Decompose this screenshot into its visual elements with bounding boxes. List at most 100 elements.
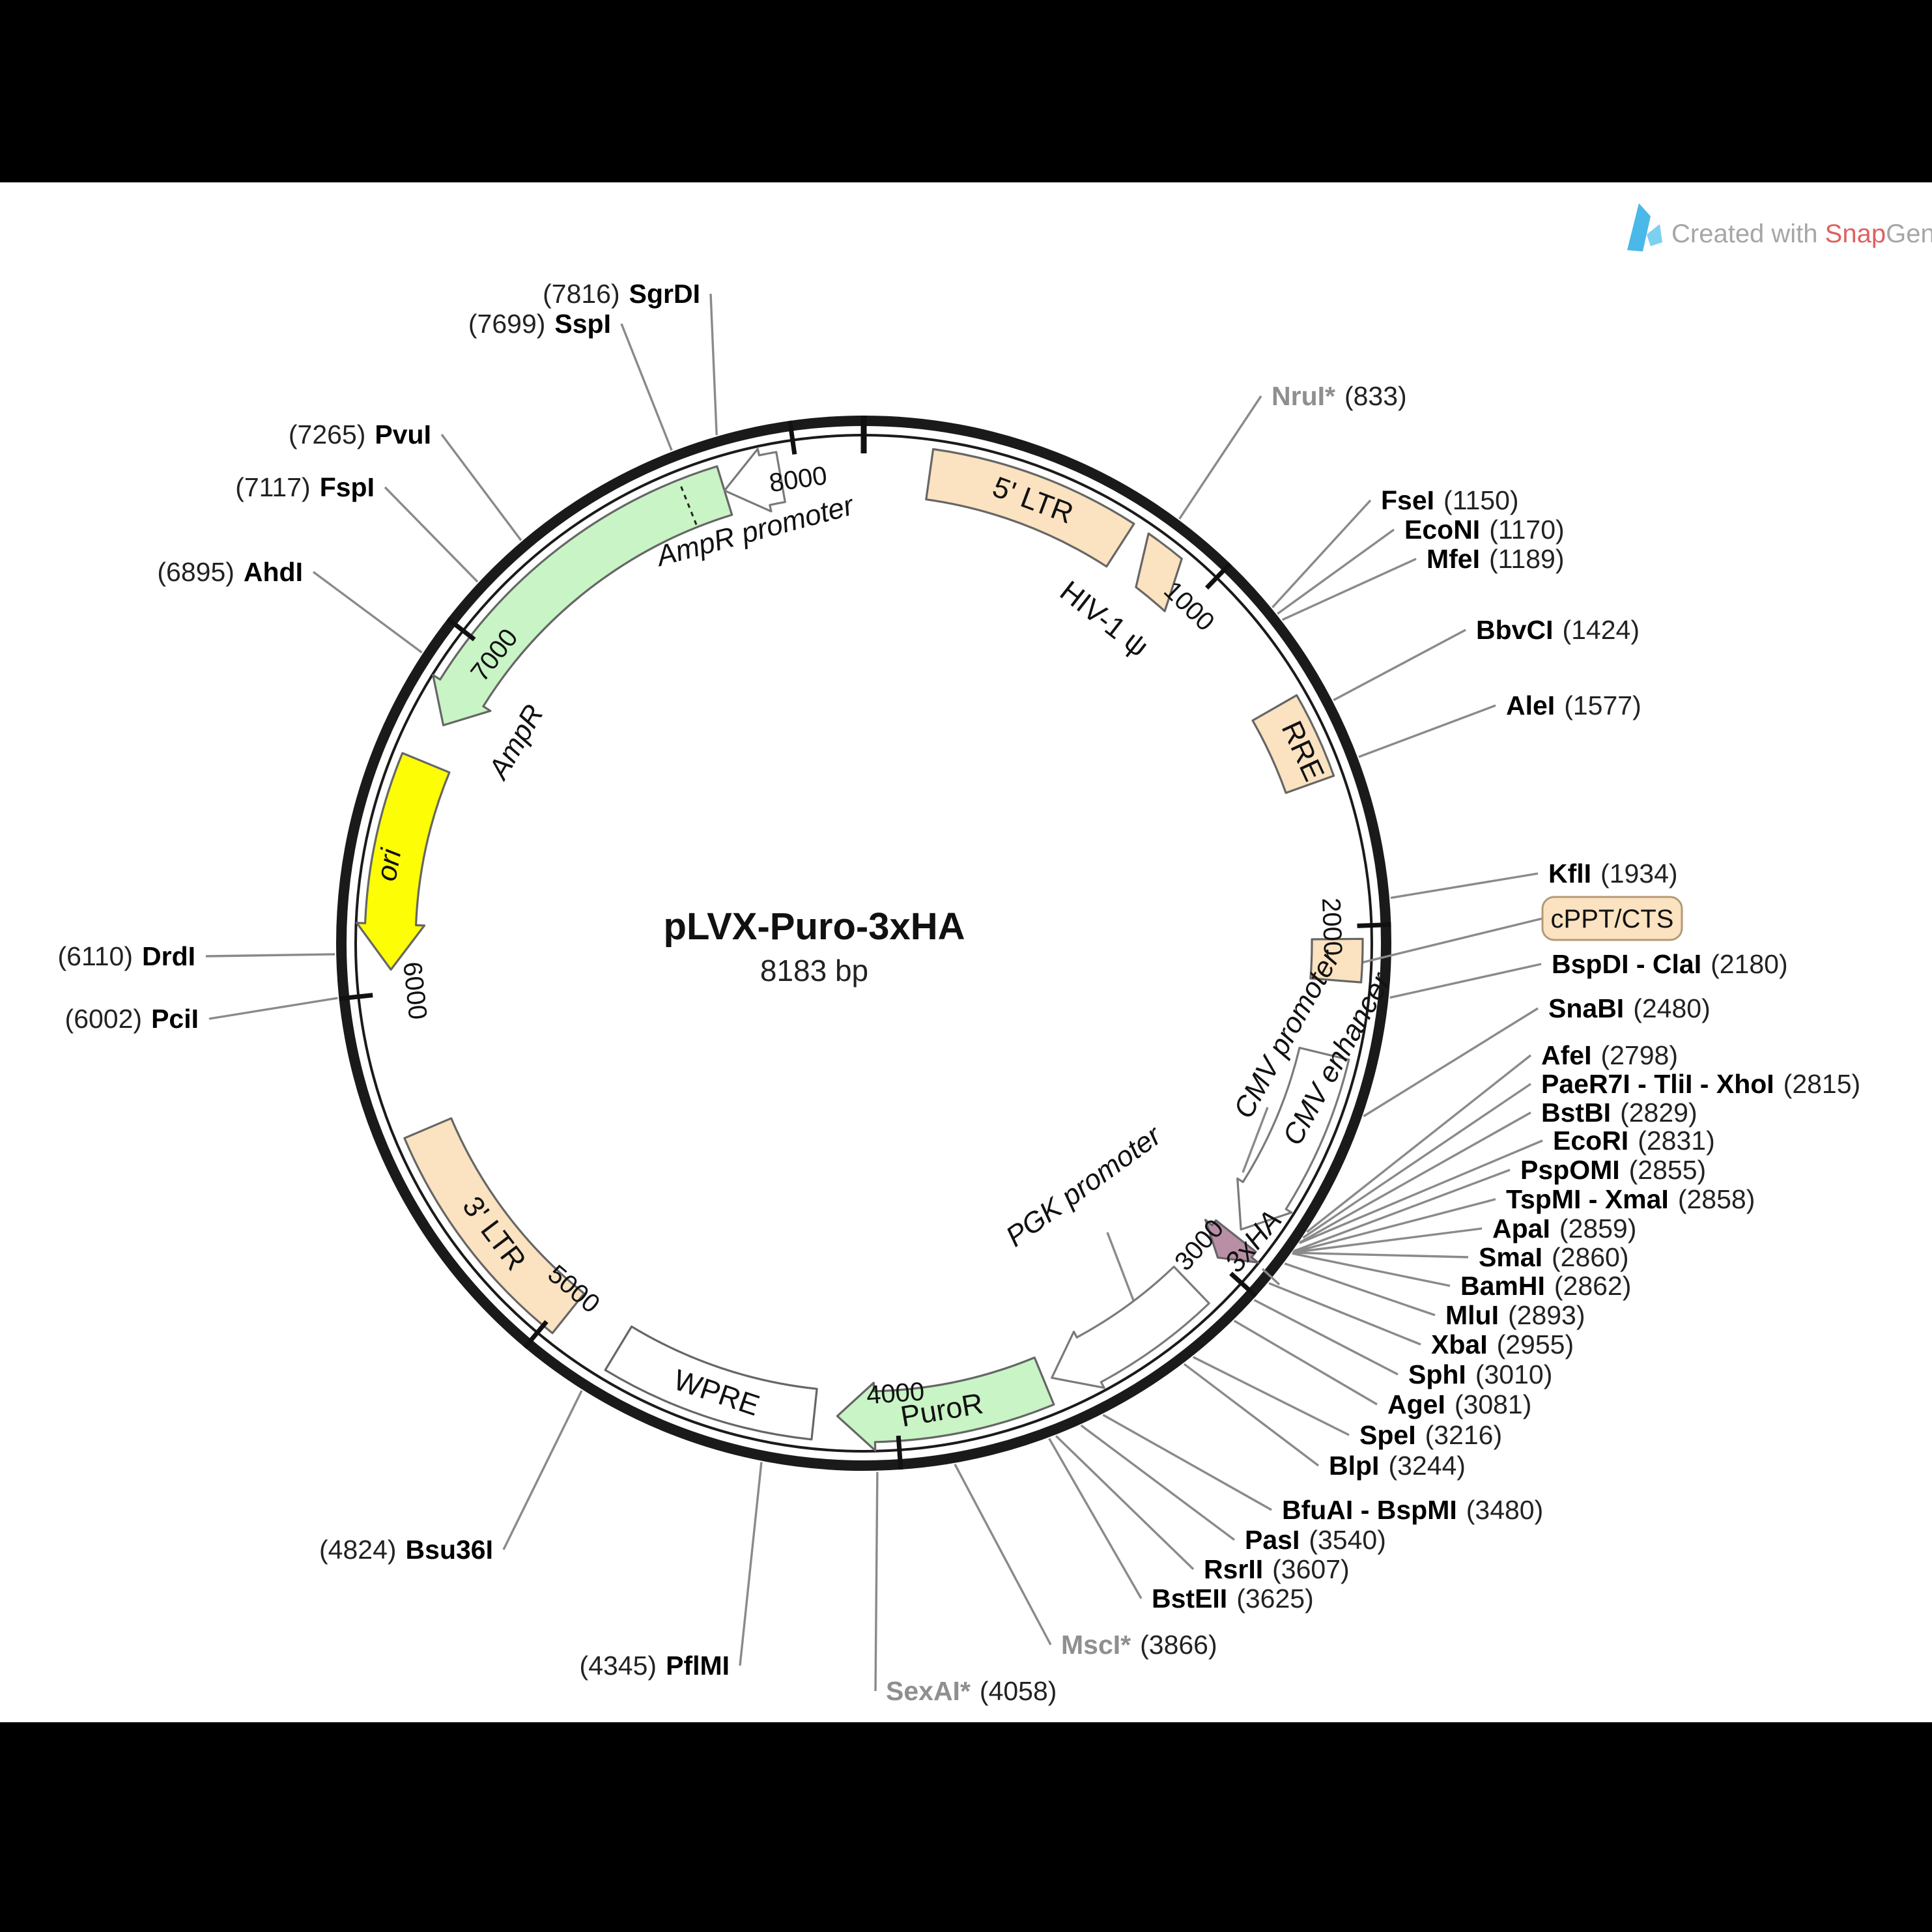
feature-five-ltr [925, 447, 1135, 568]
leader-EcoRI [1299, 1139, 1543, 1245]
feature-ampr [432, 465, 733, 726]
enzyme-label-PspOMI: PspOMI(2855) [1520, 1155, 1706, 1185]
enzyme-label-PaeR7ITliIXhoI: PaeR7I - TliI - XhoI(2815) [1541, 1069, 1860, 1099]
feature-rre [1251, 694, 1335, 794]
leader-TspMIXmaI [1292, 1198, 1496, 1253]
leader-lines-layer [205, 293, 1543, 1692]
tick-5000 [523, 1320, 548, 1350]
enzyme-label-DrdI: (6110)DrdI [58, 941, 195, 971]
leader-BfuAIBspMI [1102, 1413, 1272, 1511]
enzyme-label-SmaI: SmaI(2860) [1479, 1242, 1629, 1272]
plasmid-size: 8183 bp [760, 954, 868, 987]
feature-ampr-promoter [723, 447, 786, 513]
enzyme-label-SexAI: SexAI*(4058) [886, 1676, 1057, 1706]
leader-AhdI [312, 571, 423, 654]
leader-SpeI [1192, 1356, 1350, 1436]
leader-AfeI [1306, 1054, 1532, 1233]
watermark-text: Created with SnapGene® [1671, 218, 1932, 248]
leader-SphI [1253, 1299, 1399, 1376]
feature-ha3x [1204, 1219, 1259, 1264]
leader-NruI [1178, 395, 1262, 520]
leader-SgrDI [709, 293, 718, 436]
leader-XbaI [1268, 1282, 1421, 1346]
plasmid-title-group: pLVX-Puro-3xHA 8183 bp [664, 905, 965, 987]
tick-6000 [339, 993, 373, 1001]
leader-BspDIClaI [1389, 963, 1542, 999]
leader-EcoNI [1277, 528, 1395, 615]
enzyme-label-SphI: SphI(3010) [1408, 1359, 1552, 1389]
enzyme-label-BspDIClaI: BspDI - ClaI(2180) [1552, 949, 1788, 979]
leader-PaeR7ITliIXhoI [1302, 1083, 1531, 1239]
leader-KflI [1390, 872, 1539, 900]
leader-MluI [1284, 1262, 1436, 1316]
leader-PvuI [440, 433, 522, 541]
enzyme-label-BfuAIBspMI: BfuAI - BspMI(3480) [1282, 1495, 1543, 1525]
feature-cmv-arrow [1236, 1047, 1350, 1231]
leader-PciI [208, 997, 338, 1020]
leader-BstBI [1299, 1111, 1531, 1243]
feature-pgk-promoter [1051, 1266, 1210, 1389]
leader-FspI [384, 486, 479, 583]
leader-SmaI [1292, 1251, 1469, 1258]
tick-label-2000: 2000 [1316, 897, 1347, 956]
leader-ApaI [1292, 1227, 1483, 1254]
enzyme-label-SnaBI: SnaBI(2480) [1548, 993, 1711, 1023]
feature-puror [836, 1356, 1055, 1452]
cppt-cts-chip-label: cPPT/CTS [1551, 905, 1674, 933]
leader-AgeI [1233, 1320, 1378, 1406]
leader-Bsu36I [502, 1390, 583, 1550]
leader-MfeI [1281, 558, 1417, 621]
enzyme-label-PflMI: (4345)PflMI [580, 1651, 730, 1681]
enzyme-label-FseI: FseI(1150) [1381, 485, 1519, 515]
feature-ori [356, 752, 451, 971]
enzyme-label-MscI: MscI*(3866) [1061, 1630, 1217, 1660]
feature-divider-ampr [678, 481, 698, 526]
feature-wpre [604, 1325, 818, 1441]
enzyme-label-PvuI: (7265)PvuI [289, 419, 431, 449]
enzyme-label-PciI: (6002)PciI [65, 1004, 199, 1034]
enzyme-label-TspMIXmaI: TspMI - XmaI(2858) [1506, 1184, 1755, 1214]
leader-PasI [1080, 1424, 1236, 1541]
snapgene-watermark: Created with SnapGene® [1627, 203, 1932, 251]
enzyme-label-MluI: MluI(2893) [1445, 1300, 1585, 1330]
enzyme-label-BamHI: BamHI(2862) [1460, 1271, 1631, 1301]
enzyme-label-NruI: NruI*(833) [1271, 381, 1407, 411]
pgk-promoter-leader [1106, 1232, 1139, 1311]
enzyme-label-SspI: (7699)SspI [468, 309, 611, 339]
cmv-promoter-leader [1242, 1107, 1269, 1173]
enzyme-label-BlpI: BlpI(3244) [1329, 1451, 1466, 1481]
enzyme-label-AgeI: AgeI(3081) [1387, 1389, 1531, 1419]
enzyme-label-EcoRI: EcoRI(2831) [1553, 1126, 1715, 1156]
leader-BlpI [1183, 1363, 1320, 1467]
enzyme-label-BstEII: BstEII(3625) [1152, 1584, 1314, 1613]
tick-1000 [1204, 561, 1232, 590]
features-layer [356, 447, 1364, 1452]
leader-SspI [620, 323, 673, 451]
tick-2000 [1357, 922, 1391, 928]
enzyme-label-MfeI: MfeI(1189) [1427, 544, 1564, 574]
tick-label-4000: 4000 [866, 1377, 926, 1410]
leader-PflMI [739, 1462, 763, 1666]
feature-hiv1-psi [1135, 532, 1183, 612]
tick-4000 [896, 1435, 903, 1470]
enzyme-label-EcoNI: EcoNI(1170) [1404, 515, 1565, 545]
enzyme-label-FspI: (7117)FspI [235, 472, 375, 502]
enzyme-label-ApaI: ApaI(2859) [1492, 1214, 1636, 1243]
bottom-letterbox-bar [0, 1722, 1932, 1932]
tick-8000 [788, 420, 797, 455]
enzyme-label-XbaI: XbaI(2955) [1431, 1329, 1574, 1359]
leader-BamHI [1292, 1252, 1451, 1287]
leader-PspOMI [1293, 1169, 1511, 1253]
enzyme-label-KflI: KflI(1934) [1548, 859, 1678, 888]
tick-7000 [446, 617, 476, 642]
feature-three-ltr [403, 1117, 586, 1335]
leader-AleI [1358, 704, 1496, 758]
leader-RsrII [1055, 1435, 1195, 1570]
ha3x-leader [1261, 1268, 1281, 1286]
enzyme-label-AfeI: AfeI(2798) [1541, 1040, 1678, 1070]
leader-FseI [1271, 499, 1372, 608]
enzyme-label-RsrII: RsrII(3607) [1204, 1554, 1350, 1584]
tick-3000 [1229, 1271, 1258, 1298]
leader-SexAI [874, 1471, 879, 1692]
